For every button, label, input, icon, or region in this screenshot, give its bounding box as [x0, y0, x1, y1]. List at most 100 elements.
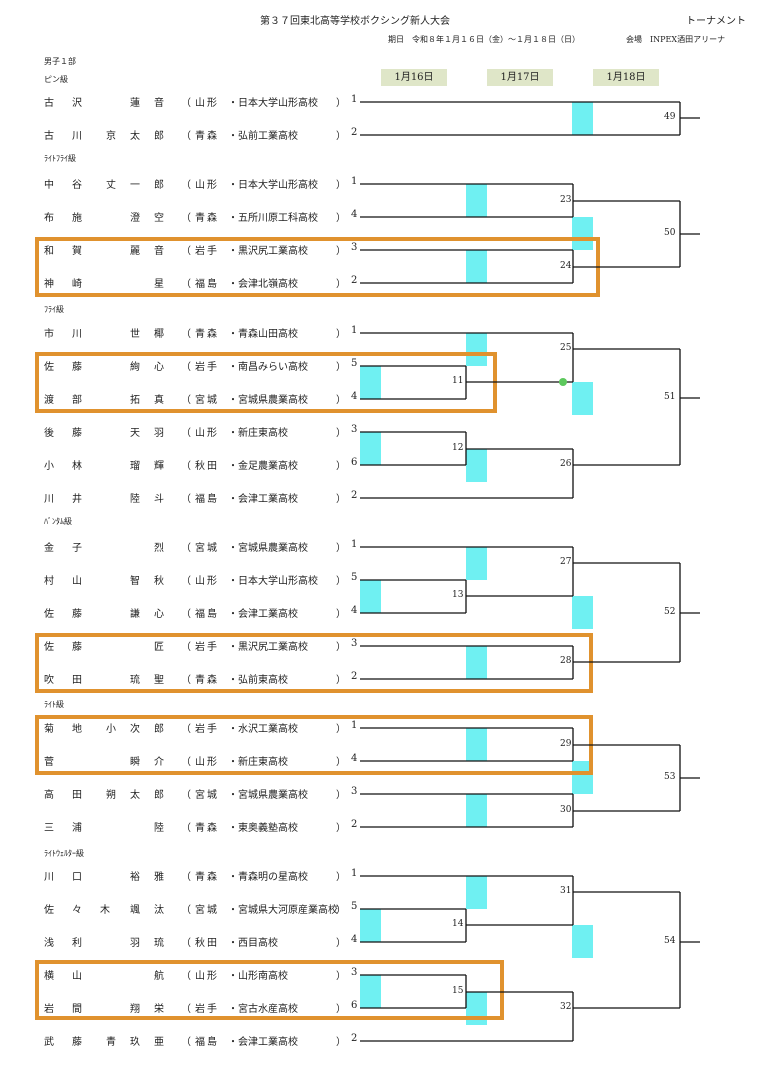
winner-marker — [360, 975, 381, 1008]
period: 期日 令和８年１月１６日（金）～１月１８日（日） — [388, 35, 580, 44]
paren-close: ） — [336, 213, 346, 224]
entrant-given-name: 謙心 — [130, 609, 178, 620]
entrant-family-name: 古沢 — [44, 98, 100, 109]
paren-close: ） — [336, 971, 346, 982]
entrant-given-name: 颯汰 — [130, 905, 178, 916]
entrant-seed: 1 — [351, 539, 358, 550]
entrant-prefecture: 宮城 — [195, 543, 219, 554]
winner-marker — [572, 382, 593, 415]
entrant-seed: 1 — [351, 325, 358, 336]
entrant-seed: 4 — [351, 605, 358, 616]
entrant-prefecture: 福島 — [195, 494, 219, 505]
paren-open: （ — [181, 494, 191, 505]
entrant-given-name: 京太郎 — [106, 131, 178, 142]
match-number: 51 — [664, 392, 676, 402]
entrant-school: ・会津工業高校 — [228, 494, 298, 505]
paren-open: （ — [181, 757, 191, 768]
entrant-prefecture: 宮城 — [195, 905, 219, 916]
paren-open: （ — [181, 905, 191, 916]
entrant-family-name: 吹田 — [44, 675, 100, 686]
paren-close: ） — [336, 543, 346, 554]
entrant-seed: 3 — [351, 967, 358, 978]
winner-marker — [360, 366, 381, 399]
entrant-school: ・会津北嶺高校 — [228, 279, 298, 290]
entrant-family-name: 川口 — [44, 872, 100, 883]
entrant-school: ・東奥義塾高校 — [228, 823, 298, 834]
entrant-prefecture: 岩手 — [195, 1004, 219, 1015]
paren-open: （ — [181, 609, 191, 620]
entrant-prefecture: 青森 — [195, 131, 219, 142]
entrant-prefecture: 岩手 — [195, 362, 219, 373]
paren-close: ） — [336, 395, 346, 406]
entrant-seed: 5 — [351, 572, 358, 583]
entrant-family-name: 川井 — [44, 494, 100, 505]
day-header-3: 1月18日 — [593, 69, 659, 86]
entrant-family-name: 菊地 — [44, 724, 100, 735]
match-number: 13 — [452, 590, 464, 600]
entrant-given-name: 羽琉 — [130, 938, 178, 949]
sheet-title: 第３７回東北高等学校ボクシング新人大会 — [260, 16, 450, 27]
entrant-school: ・宮城県大河原産業高校 — [228, 905, 338, 916]
entrant-given-name: 烈 — [154, 543, 178, 554]
paren-close: ） — [336, 279, 346, 290]
entrant-seed: 4 — [351, 209, 358, 220]
entrant-school: ・青森明の星高校 — [228, 872, 308, 883]
entrant-given-name: 澄空 — [130, 213, 178, 224]
entrant-family-name: 菅 — [44, 757, 72, 768]
entrant-prefecture: 青森 — [195, 329, 219, 340]
paren-open: （ — [181, 329, 191, 340]
match-number: 15 — [452, 986, 464, 996]
match-number: 53 — [664, 772, 676, 782]
progress-dot — [559, 378, 567, 386]
match-number: 26 — [560, 459, 572, 469]
entrant-family-name: 後藤 — [44, 428, 100, 439]
entrant-family-name: 佐藤 — [44, 609, 100, 620]
entrant-school: ・黒沢尻工業高校 — [228, 642, 308, 653]
winner-marker — [466, 250, 487, 283]
match-number: 24 — [560, 261, 572, 271]
entrant-family-name: 小林 — [44, 461, 100, 472]
entrant-school: ・黒沢尻工業高校 — [228, 246, 308, 257]
entrant-seed: 4 — [351, 753, 358, 764]
entrant-family-name: 和賀 — [44, 246, 100, 257]
entrant-family-name: 武藤 — [44, 1037, 100, 1048]
match-number: 11 — [452, 376, 464, 386]
paren-close: ） — [336, 905, 346, 916]
entrant-school: ・日本大学山形高校 — [228, 98, 318, 109]
entrant-seed: 5 — [351, 358, 358, 369]
entrant-school: ・新庄東高校 — [228, 428, 288, 439]
paren-close: ） — [336, 609, 346, 620]
weight-class-heading: ﾗｲﾄｳｪﾙﾀｰ級 — [44, 849, 84, 858]
paren-open: （ — [181, 1004, 191, 1015]
paren-open: （ — [181, 642, 191, 653]
paren-close: ） — [336, 131, 346, 142]
entrant-seed: 4 — [351, 391, 358, 402]
winner-marker — [572, 761, 593, 794]
winner-marker — [466, 876, 487, 909]
entrant-given-name: 青玖亜 — [106, 1037, 178, 1048]
winner-marker — [572, 925, 593, 958]
entrant-family-name: 市川 — [44, 329, 100, 340]
paren-open: （ — [181, 543, 191, 554]
match-number: 54 — [664, 936, 676, 946]
entrant-seed: 3 — [351, 242, 358, 253]
paren-open: （ — [181, 362, 191, 373]
paren-open: （ — [181, 98, 191, 109]
entrant-family-name: 金子 — [44, 543, 100, 554]
entrant-family-name: 渡部 — [44, 395, 100, 406]
match-number: 25 — [560, 343, 572, 353]
